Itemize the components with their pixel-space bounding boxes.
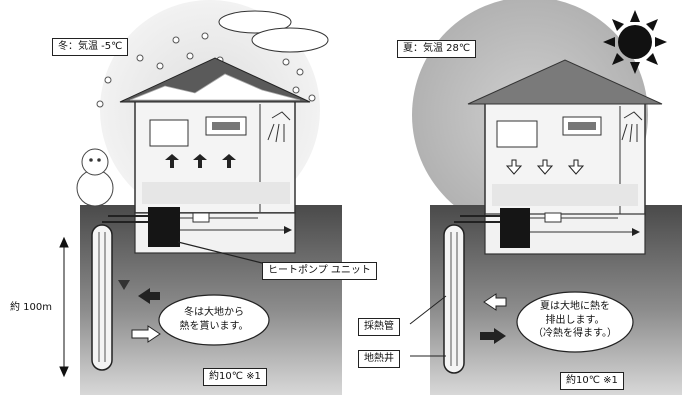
shower-icon bbox=[621, 111, 643, 143]
winter-indoor-unit-vent bbox=[212, 122, 240, 130]
summer-heat-well bbox=[443, 224, 465, 374]
summer-bubble-text: 夏は大地に熱を 排出します。 （冷熱を得ます。） bbox=[527, 300, 623, 341]
cool-down-arrow-icon bbox=[505, 159, 585, 175]
snowflake-icon bbox=[96, 32, 316, 108]
depth-label: 約 100m bbox=[10, 302, 53, 313]
summer-floor-cooling bbox=[492, 184, 638, 206]
summer-ground-temp: 約10℃ ※1 bbox=[560, 372, 624, 390]
winter-season-label: 冬：気温 -5℃ bbox=[52, 38, 129, 56]
winter-ground-temp: 約10℃ ※1 bbox=[203, 368, 267, 386]
winter-bubble-line1: 冬は大地から bbox=[184, 307, 244, 318]
winter-heat-well bbox=[91, 224, 113, 371]
summer-bubble-line2: 排出します。 bbox=[545, 314, 605, 326]
summer-window bbox=[496, 120, 538, 148]
winter-floor-heating bbox=[142, 182, 290, 204]
winter-heat-pump-box bbox=[148, 207, 180, 247]
summer-speech-bubble bbox=[516, 291, 634, 353]
summer-panel bbox=[409, 0, 682, 395]
heat-up-arrow-icon bbox=[165, 154, 236, 168]
winter-panel bbox=[59, 0, 342, 395]
heat-pump-unit-label: ヒートポンプ ユニット bbox=[262, 262, 377, 280]
heat-right-arrow-icon bbox=[131, 325, 161, 343]
summer-season-label: 夏：気温 28℃ bbox=[397, 40, 477, 58]
summer-bubble-line3: （冷熱を得ます。） bbox=[533, 328, 617, 339]
heat-exchange-pipe-label: 採熱管 bbox=[358, 318, 400, 336]
heat-exchange-pipe-callout-line bbox=[409, 295, 447, 325]
summer-heat-pump-box bbox=[500, 208, 530, 248]
heat-left-arrow-icon bbox=[483, 293, 507, 311]
heat-left-arrow-icon bbox=[138, 288, 160, 304]
cloud-icon bbox=[218, 10, 329, 53]
winter-bubble-line2: 熱を貰います。 bbox=[179, 320, 249, 332]
snowman-icon bbox=[76, 148, 114, 207]
flow-down-arrow-icon bbox=[118, 280, 130, 290]
sun-icon bbox=[603, 10, 667, 74]
heat-right-arrow-icon bbox=[480, 328, 506, 344]
winter-bubble-text: 冬は大地から 熱を貰います。 bbox=[174, 306, 254, 333]
summer-bubble-line1: 夏は大地に熱を bbox=[540, 301, 610, 312]
summer-roof bbox=[467, 59, 663, 105]
heat-well-label: 地熱井 bbox=[358, 350, 400, 368]
winter-window bbox=[149, 119, 189, 147]
shower-icon bbox=[267, 111, 291, 143]
winter-speech-bubble bbox=[158, 294, 270, 346]
snow-on-roof bbox=[129, 73, 301, 101]
depth-arrow bbox=[59, 236, 69, 378]
